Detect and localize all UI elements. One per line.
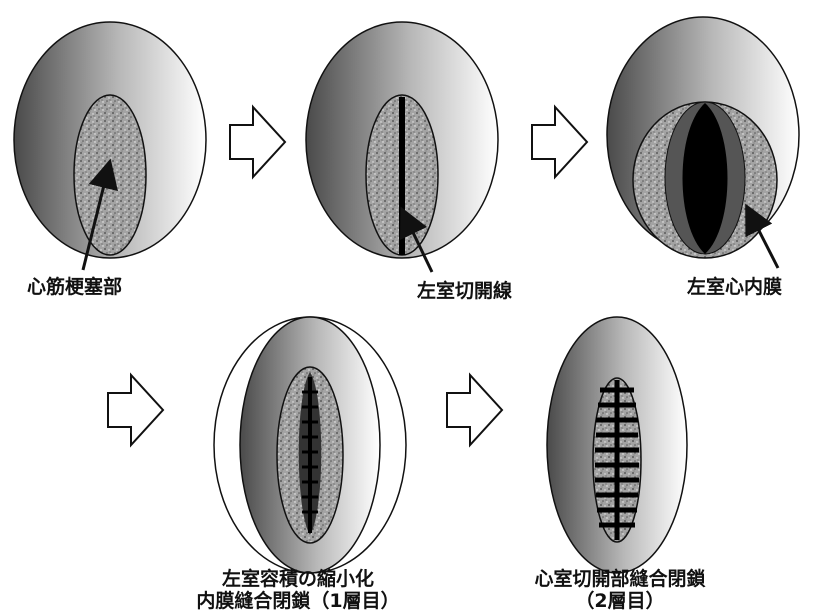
- step-arrow-4: [447, 375, 502, 445]
- step5-caption: 心室切開部縫合閉鎖 （2層目）: [510, 568, 730, 612]
- step5-caption-line2: （2層目）: [510, 590, 730, 612]
- infarct-area: [74, 95, 146, 255]
- infarct-label: 心筋梗塞部: [27, 276, 122, 298]
- heart-1: [14, 22, 206, 270]
- step-arrow-2: [532, 107, 587, 177]
- heart-4: [214, 317, 406, 573]
- heart-3: [607, 17, 799, 268]
- step4-caption: 左室容積の縮小化 内膜縫合閉鎖（1層目）: [178, 568, 418, 612]
- step-arrow-3: [108, 375, 163, 445]
- heart-5: [547, 317, 687, 573]
- step-arrow-1: [230, 107, 285, 177]
- step5-caption-line1: 心室切開部縫合閉鎖: [510, 568, 730, 590]
- step4-caption-line1: 左室容積の縮小化: [178, 568, 418, 590]
- heart-2: [306, 22, 498, 272]
- step4-caption-line2: 内膜縫合閉鎖（1層目）: [178, 590, 418, 612]
- endocardium-label: 左室心内膜: [687, 276, 782, 298]
- incision-label: 左室切開線: [417, 280, 512, 302]
